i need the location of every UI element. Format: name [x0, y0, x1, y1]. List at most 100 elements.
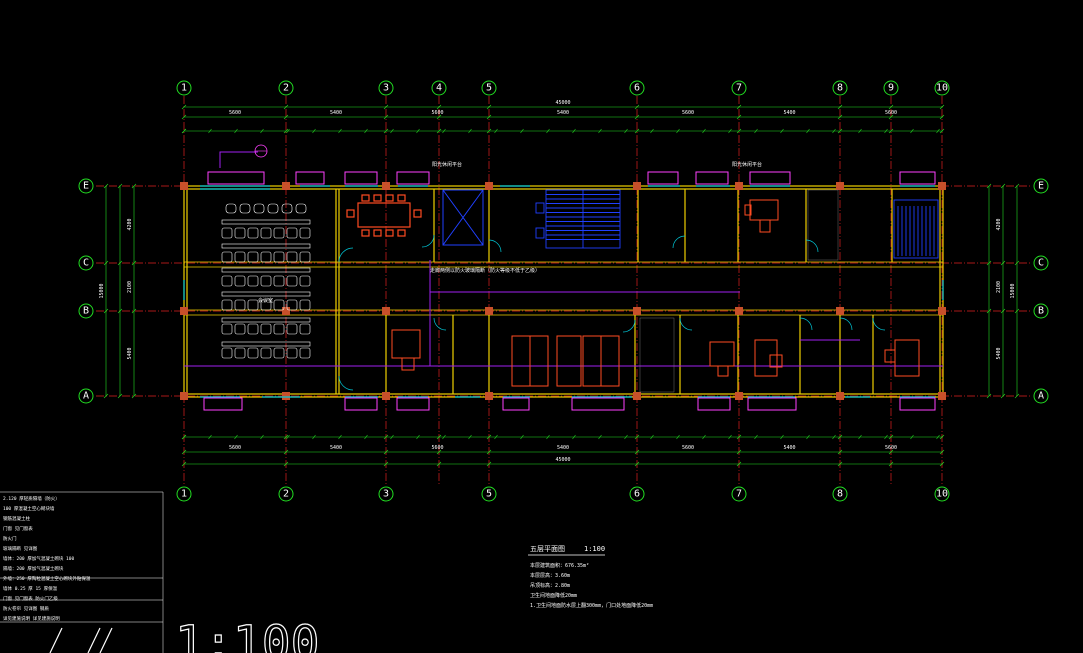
grid-bubble-top: 10 — [934, 80, 950, 96]
legend-row: 2.120 厚轻质隔墙（防火） — [3, 495, 60, 502]
grid-bubble-left: E — [78, 178, 94, 194]
legend-row: 外墙：250 厚陶粒混凝土空心砌块外贴保温 — [3, 575, 91, 582]
grid-bubble-top: 1 — [176, 80, 192, 96]
meeting-room-seating — [221, 203, 311, 359]
door-swings — [338, 234, 886, 391]
right-grid-bubbles: E C B A — [1033, 178, 1049, 404]
legend-row: 墙体 0.25 厚 15 厚保温 — [3, 585, 58, 592]
dimension-lines — [105, 106, 1018, 465]
structural-columns — [180, 182, 946, 400]
grid-bubble-label: E — [83, 181, 89, 192]
legend-row: 门窗 见门窗表 — [3, 525, 33, 532]
grid-bubble-label: 5 — [486, 83, 492, 94]
grid-bubble-label: 8 — [837, 83, 843, 94]
grid-bubble-top: 9 — [883, 80, 899, 96]
grid-bubble-top: 2 — [278, 80, 294, 96]
grid-bubble-bottom: 10 — [934, 486, 950, 502]
bay-dim-top: 5400 — [783, 110, 795, 116]
legend-row: 防火卷帘 见详图 钢质 — [3, 605, 49, 612]
conference-table — [346, 194, 422, 237]
legend-table — [0, 491, 164, 653]
balcony-label-left: 阳光休闲平台 — [432, 161, 462, 168]
legend-row: 隔墙：200 厚加气混凝土砌块 — [3, 565, 64, 572]
grid-bubble-left: B — [78, 303, 94, 319]
side-dim-left: 2100 — [127, 281, 133, 293]
grid-bubble-label: 5 — [486, 489, 492, 500]
bay-dim-bottom: 5600 — [682, 445, 694, 451]
grid-bubble-label: C — [1038, 258, 1044, 269]
drawing-notes: 本层建筑面积：676.35m²本层层高：3.60m吊顶标高：2.80m卫生间地面… — [530, 562, 653, 609]
grid-bubble-bottom: 1 — [176, 486, 192, 502]
grid-bubble-label: 8 — [837, 489, 843, 500]
toilet-hatch — [639, 189, 839, 393]
big-scale-text: 1:100 — [175, 616, 320, 653]
grid-bubble-top: 5 — [481, 80, 497, 96]
left-grid-bubbles: E C B A — [78, 178, 94, 404]
bay-dim-top: 5400 — [330, 110, 342, 116]
grid-bubble-bottom: 3 — [378, 486, 394, 502]
grid-bubble-left: A — [78, 388, 94, 404]
grid-bubble-label: B — [1038, 306, 1044, 317]
bay-dim-bottom: 5600 — [431, 445, 443, 451]
side-dim-left: 4200 — [127, 218, 133, 230]
grid-bubble-bottom: 6 — [629, 486, 645, 502]
side-dim-right: 5400 — [996, 347, 1002, 359]
corridor-note: 走廊两侧以防火玻璃隔断（防火等级不低于乙级） — [430, 267, 540, 274]
secondary-stairs — [893, 199, 939, 259]
side-dim-overall-left: 15000 — [99, 283, 105, 298]
side-dim-right: 2100 — [996, 281, 1002, 293]
legend-row: 防火门 — [3, 535, 17, 542]
main-stairs — [535, 189, 621, 249]
bay-dim-bottom: 5400 — [557, 445, 569, 451]
side-dim-left: 5400 — [127, 347, 133, 359]
bay-dim-top: 5600 — [431, 110, 443, 116]
grid-bubble-label: A — [83, 391, 89, 402]
windows — [183, 185, 944, 398]
grid-bubble-label: 6 — [634, 83, 640, 94]
grid-bubble-label: A — [1038, 391, 1044, 402]
legend-row: 钢筋混凝土柱 — [3, 515, 30, 522]
bay-dim-top: 5400 — [557, 110, 569, 116]
grid-bubble-bottom: 7 — [731, 486, 747, 502]
meeting-room-label: 会议室 — [258, 297, 273, 304]
grid-bubble-bottom: 5 — [481, 486, 497, 502]
services-lines — [184, 151, 943, 367]
grid-bubble-label: 3 — [383, 489, 389, 500]
grid-bubble-bottom: 8 — [832, 486, 848, 502]
bay-dim-top: 5600 — [885, 110, 897, 116]
grid-bubble-label: 7 — [736, 83, 742, 94]
grid-bubble-label: E — [1038, 181, 1044, 192]
grid-bubble-label: 7 — [736, 489, 742, 500]
grid-bubble-label: 2 — [283, 83, 289, 94]
grid-bubble-left: C — [78, 255, 94, 271]
grid-bubble-right: B — [1033, 303, 1049, 319]
note-line: 吊顶标高：2.80m — [530, 582, 570, 589]
bay-dim-bottom: 5600 — [229, 445, 241, 451]
side-dims: 4200 2100 5400 4200 2100 5400 15000 15000 — [99, 218, 1016, 359]
overall-dim-top: 45000 — [555, 100, 570, 106]
bay-dim-top: 5600 — [229, 110, 241, 116]
drawing-title-scale: 1:100 — [584, 545, 605, 553]
grid-bubble-label: C — [83, 258, 89, 269]
note-line: 本层建筑面积：676.35m² — [530, 562, 589, 569]
grid-bubble-label: B — [83, 306, 89, 317]
side-dim-right: 4200 — [996, 218, 1002, 230]
grid-bubble-label: 1 — [181, 83, 187, 94]
grid-bubble-label: 2 — [283, 489, 289, 500]
balcony-label-right: 阳光休闲平台 — [732, 161, 762, 168]
grid-bubble-label: 4 — [436, 83, 442, 94]
dimension-ticks — [103, 104, 1020, 467]
top-grid-bubbles: 1 2 3 4 5 6 7 8 9 10 — [176, 80, 950, 96]
side-dim-overall-right: 15000 — [1010, 283, 1016, 298]
legend-row: 门窗 见门窗表 防火门乙级 — [3, 595, 58, 602]
grid-bubble-label: 10 — [936, 83, 948, 94]
grid-bubble-top: 3 — [378, 80, 394, 96]
bay-dim-bottom: 5400 — [330, 445, 342, 451]
big-scale-strokes — [49, 627, 113, 653]
grid-bubble-top: 8 — [832, 80, 848, 96]
grid-bubble-top: 7 — [731, 80, 747, 96]
